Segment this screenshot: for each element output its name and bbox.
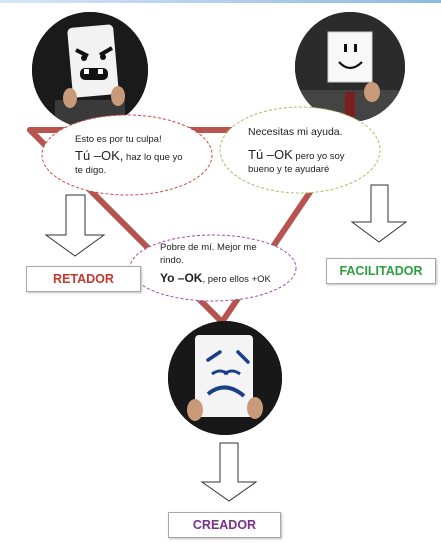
role-label-creador: CREADOR xyxy=(168,512,281,538)
bubble-creador-line1: Pobre de mí. Mejor me rindo. xyxy=(160,242,257,266)
role-label-retador: RETADOR xyxy=(26,266,141,292)
speech-bubble-facilitador xyxy=(219,106,381,194)
arrow-down-facilitador xyxy=(350,184,408,243)
bubble-retador-rest: haz lo que yo te digo. xyxy=(75,151,183,176)
arrow-down-retador xyxy=(44,194,106,257)
bubble-text-facilitador: Necesitas mi ayuda. Tú –OK pero yo soy b… xyxy=(248,125,366,177)
sad-mask-photo xyxy=(168,321,282,435)
bubble-text-retador: Esto es por tu culpa! Tú –OK, haz lo que… xyxy=(75,134,185,177)
bubble-facilitador-line1: Necesitas mi ayuda. xyxy=(248,126,343,138)
bubble-facilitador-rest: pero yo soy bueno y te ayudaré xyxy=(248,151,345,175)
bubble-text-creador: Pobre de mí. Mejor me rindo. Yo –OK, per… xyxy=(160,242,278,286)
bubble-facilitador-emphasis: Tú –OK xyxy=(248,147,293,163)
arrow-down-creador xyxy=(200,442,258,502)
top-accent-bar xyxy=(0,0,441,3)
role-label-facilitador: FACILITADOR xyxy=(326,258,436,284)
speech-bubble-retador xyxy=(41,114,213,196)
angry-mask-photo xyxy=(32,12,148,128)
bubble-retador-line1: Esto es por tu culpa! xyxy=(75,134,162,145)
bubble-retador-emphasis: Tú –OK, xyxy=(75,147,124,163)
bubble-creador-emphasis: Yo –OK xyxy=(160,270,203,285)
bubble-creador-rest: , pero ellos +OK xyxy=(202,273,271,285)
